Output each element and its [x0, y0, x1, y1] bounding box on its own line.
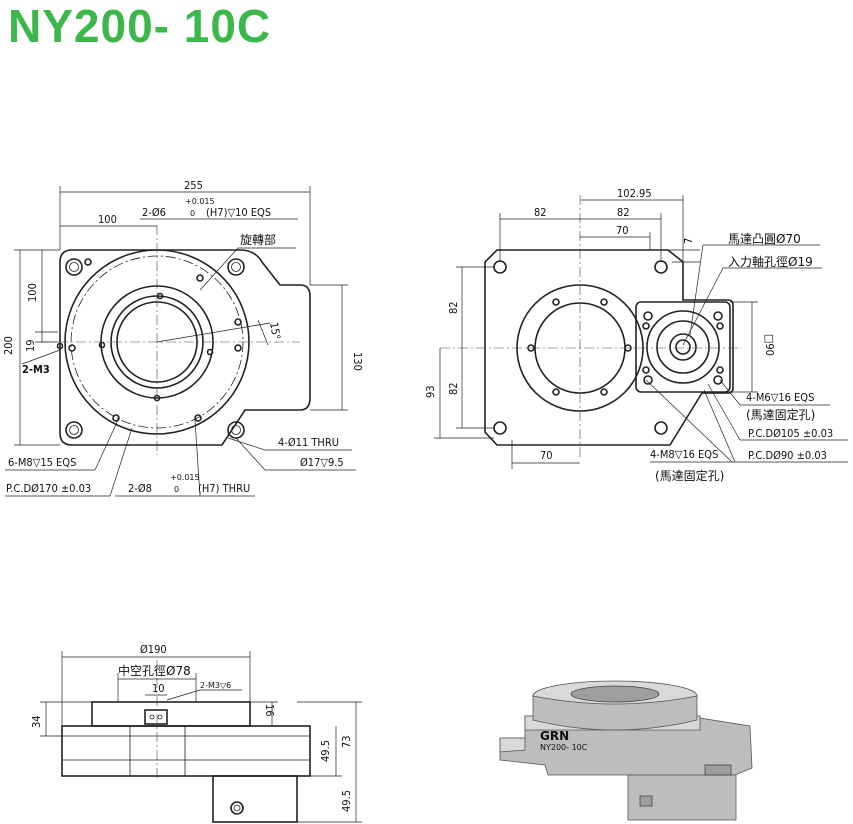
dim-73: 73: [340, 735, 353, 748]
motor-boss: [646, 310, 720, 384]
dim-100-left: 100: [26, 283, 39, 302]
page-title: NY200- 10C: [8, 0, 272, 52]
m8-holes: [56, 258, 242, 422]
dim-190: Ø190: [140, 643, 167, 656]
m8-holes-label: 6-M8▽15 EQS: [8, 456, 76, 469]
holes-8-tol-upper: +0.015: [170, 473, 200, 482]
render-motor-port: [639, 795, 653, 807]
product-render: GRN NY200- 10C: [499, 680, 753, 821]
dim-82-left-bottom: 82: [447, 382, 460, 395]
dim-holes-h7-suffix: (H7)▽10 EQS: [206, 206, 271, 219]
m3-pocket: [144, 709, 168, 725]
m6-note: (馬達固定孔): [746, 407, 815, 422]
table-holes-right: [527, 298, 632, 396]
corner-holes-right: [493, 260, 668, 435]
dim-82-left-top: 82: [447, 301, 460, 314]
dim-100-top: 100: [98, 213, 117, 226]
counterbore: Ø17▽9.5: [300, 456, 344, 469]
base-outline: [59, 249, 311, 446]
motor-boss-inner: [656, 320, 710, 374]
dim-34: 34: [30, 715, 43, 728]
dim-sq90: □90: [763, 334, 776, 356]
holes-8-suffix: (H7) THRU: [198, 482, 250, 495]
dim-16: 16: [263, 704, 276, 717]
motor-side-hole: [230, 801, 244, 815]
dim-102-95: 102.95: [617, 187, 652, 200]
holes-8: 2-Ø8: [128, 482, 152, 495]
top-view: 255 100 2-Ø6 +0.015 0 (H7)▽10 EQS 旋轉部 10…: [2, 179, 364, 497]
dim-82b: 82: [617, 206, 630, 219]
m3-holes-side: 2-M3▽6: [200, 681, 231, 690]
hollow-label: 中空孔徑Ø78: [118, 663, 191, 678]
motor-holes: [642, 311, 724, 385]
render-model: NY200- 10C: [540, 743, 588, 752]
input-shaft-outer: [669, 333, 697, 361]
right-view: 102.95 82 82 70 7 馬達凸圓Ø70 入力軸孔徑Ø19 82 82…: [424, 187, 848, 483]
dim-49-5b: 49.5: [340, 790, 353, 812]
dim-holes-h7-tol-upper: +0.015: [185, 197, 215, 206]
side-view: Ø190 中空孔徑Ø78 10 2-M3▽6 34 16 49.5 73 49.…: [30, 643, 362, 823]
housing-section: [61, 725, 311, 777]
render-hollow: [570, 685, 660, 703]
dim-93: 93: [424, 385, 437, 398]
dim-holes-h7-tol-lower: 0: [190, 209, 195, 218]
dim-70-bottom: 70: [540, 449, 553, 462]
dim-7: 7: [682, 238, 695, 244]
m6-holes-label: 4-M6▽16 EQS: [746, 391, 814, 404]
motor-flange: [635, 301, 731, 393]
holes-8-tol-lower: 0: [174, 485, 179, 494]
dim-width: 255: [184, 179, 203, 192]
dim-holes-h7: 2-Ø6: [142, 206, 166, 219]
input-shaft: [675, 339, 691, 355]
corner-holes: [65, 258, 245, 439]
motor-boss-label: 馬達凸圓Ø70: [728, 232, 801, 246]
pcd-170: P.C.DØ170 ±0.03: [6, 482, 91, 495]
angle-15: 15°: [267, 321, 283, 341]
dim-82a: 82: [534, 206, 547, 219]
render-brand: GRN: [540, 729, 569, 743]
dim-200: 200: [2, 336, 15, 355]
dim-70: 70: [616, 224, 629, 237]
pcd-105: P.C.DØ105 ±0.03: [748, 427, 833, 440]
dim-m3: 2-M3: [22, 363, 50, 376]
dim-19: 19: [24, 339, 37, 352]
turntable-section: [91, 701, 251, 727]
dim-10: 10: [152, 682, 165, 695]
thru-holes: 4-Ø11 THRU: [278, 436, 339, 449]
m8-holes-right-label: 4-M8▽16 EQS: [650, 448, 718, 461]
render-table-side: [532, 695, 698, 731]
pcd-90: P.C.DØ90 ±0.03: [748, 449, 827, 462]
label-rotating: 旋轉部: [240, 232, 276, 247]
motor-section: [212, 775, 298, 823]
dim-130: 130: [351, 352, 364, 371]
input-shaft-label: 入力軸孔徑Ø19: [728, 255, 813, 269]
dim-49-5a: 49.5: [319, 740, 332, 762]
base-outline-right: [484, 249, 734, 446]
m8-note-right: (馬達固定孔): [655, 468, 724, 483]
